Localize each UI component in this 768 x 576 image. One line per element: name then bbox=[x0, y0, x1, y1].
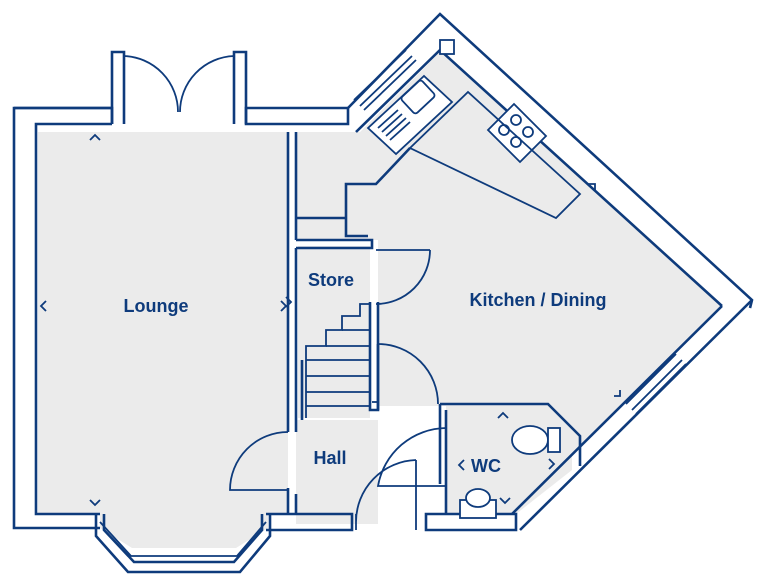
lounge-right-wall bbox=[286, 132, 298, 432]
hob-ring-4 bbox=[522, 126, 534, 138]
french-door-right-leaf bbox=[179, 55, 235, 124]
marker-wc-left bbox=[457, 459, 465, 471]
marker-kitchen-corner-1 bbox=[588, 183, 596, 190]
store-top-wall bbox=[296, 238, 374, 250]
kitchen-counter-wall bbox=[296, 147, 411, 238]
store-left-wall bbox=[294, 248, 304, 432]
store-door bbox=[375, 249, 431, 305]
hob-ring-1 bbox=[498, 124, 510, 136]
dimension-markers bbox=[39, 133, 621, 507]
marker-wc-top bbox=[497, 411, 509, 419]
bottom-wall-right-of-bay bbox=[266, 512, 354, 532]
hob-ring-2 bbox=[510, 114, 522, 126]
hall-kitchen-door bbox=[377, 343, 439, 405]
hall-bottom-left-wall bbox=[286, 488, 298, 514]
wc-fittings bbox=[459, 425, 561, 519]
basin-bowl bbox=[465, 488, 491, 508]
floor-areas bbox=[38, 52, 722, 548]
kitchen-window-top bbox=[353, 49, 417, 111]
wc-door bbox=[376, 427, 447, 487]
kitchen-floor bbox=[296, 52, 722, 514]
hob-unit bbox=[486, 102, 548, 164]
marker-wc-bottom bbox=[499, 497, 511, 505]
top-wall-right bbox=[244, 106, 350, 126]
french-door-left-leaf bbox=[123, 55, 179, 124]
room-labels: Lounge Store Kitchen / Dining Hall WC bbox=[124, 270, 607, 476]
kitchen-fittings bbox=[366, 74, 582, 220]
marker-lounge-left bbox=[39, 300, 47, 312]
wc-label: WC bbox=[471, 456, 501, 476]
marker-lounge-top bbox=[89, 133, 101, 141]
drainer-lines bbox=[377, 109, 411, 141]
marker-lounge-bottom bbox=[89, 499, 101, 507]
lounge-floor bbox=[38, 132, 288, 548]
toilet-bowl bbox=[511, 425, 549, 455]
kitchen-window-bottom bbox=[625, 353, 687, 415]
doors bbox=[229, 249, 447, 530]
outer-walls bbox=[12, 12, 754, 574]
stairs bbox=[305, 303, 370, 418]
bay-window-glass bbox=[99, 521, 267, 557]
bay-window-outer bbox=[94, 514, 272, 574]
store-label: Store bbox=[308, 270, 354, 290]
marker-kitchen-corner-2 bbox=[614, 390, 621, 397]
hall-label: Hall bbox=[313, 448, 346, 468]
lounge-label: Lounge bbox=[124, 296, 189, 316]
marker-store-right bbox=[285, 296, 293, 308]
wc-walls bbox=[438, 402, 582, 514]
kitchen-angled-inner-bottom bbox=[511, 305, 723, 515]
french-door-frame bbox=[110, 50, 248, 124]
stair-treads bbox=[306, 329, 370, 407]
lounge-hall-door bbox=[229, 431, 289, 491]
store-floor bbox=[298, 246, 370, 418]
kitchen-angled-outer-bottom bbox=[519, 299, 753, 531]
worktop-edge bbox=[408, 90, 582, 220]
hall-floor bbox=[296, 420, 378, 524]
front-door bbox=[355, 459, 417, 530]
sink-bowl bbox=[400, 79, 436, 115]
marker-wc-right bbox=[548, 458, 556, 470]
kitchen-dining-label: Kitchen / Dining bbox=[470, 290, 607, 310]
hob-ring-3 bbox=[510, 136, 522, 148]
kitchen-corner-block bbox=[439, 39, 455, 55]
lounge-inner-wall bbox=[34, 122, 112, 516]
internal-walls bbox=[286, 132, 582, 514]
toilet-cistern bbox=[547, 427, 561, 453]
top-wall-left bbox=[14, 106, 114, 124]
